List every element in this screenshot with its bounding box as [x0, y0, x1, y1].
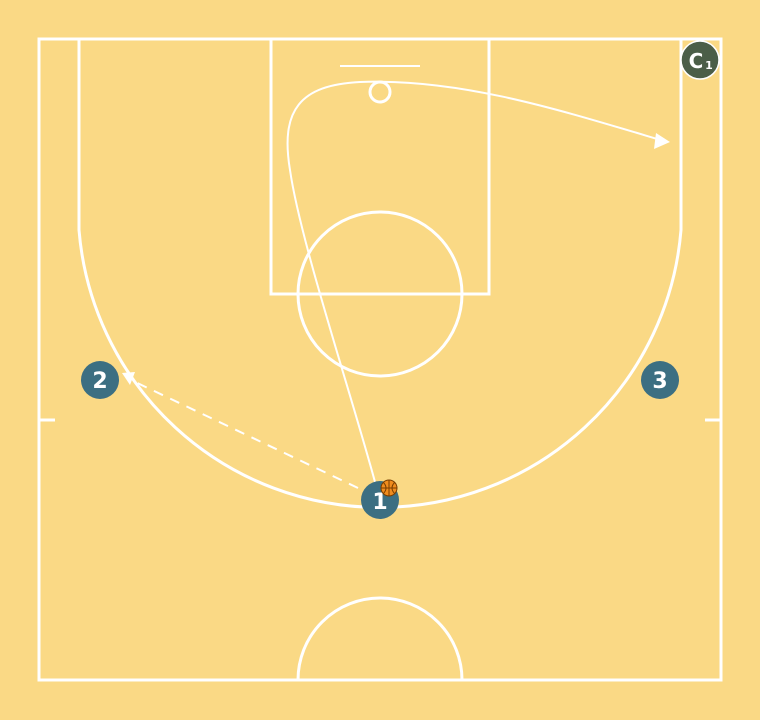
pass-arrowhead [122, 372, 135, 385]
player-2-marker: 2 [81, 361, 119, 399]
cut-arrowhead [654, 133, 670, 149]
player-3-marker: 3 [641, 361, 679, 399]
player-2-label: 2 [92, 369, 107, 394]
pass-path [130, 379, 359, 489]
player-3-circle [641, 361, 679, 399]
free-throw-circle [296, 210, 464, 378]
coach-circle [680, 40, 720, 80]
paint-area [269, 37, 491, 296]
basketball-icon [380, 479, 398, 497]
coach-marker: C 1 [680, 40, 720, 80]
coach-subscript: 1 [705, 59, 713, 72]
center-circle [296, 596, 464, 681]
player-3-label: 3 [652, 369, 667, 394]
player-2-circle [81, 361, 119, 399]
cut-path [286, 80, 665, 483]
ball-seams [381, 480, 397, 496]
player-1-label: 1 [372, 490, 387, 515]
coach-label: C [689, 49, 704, 73]
